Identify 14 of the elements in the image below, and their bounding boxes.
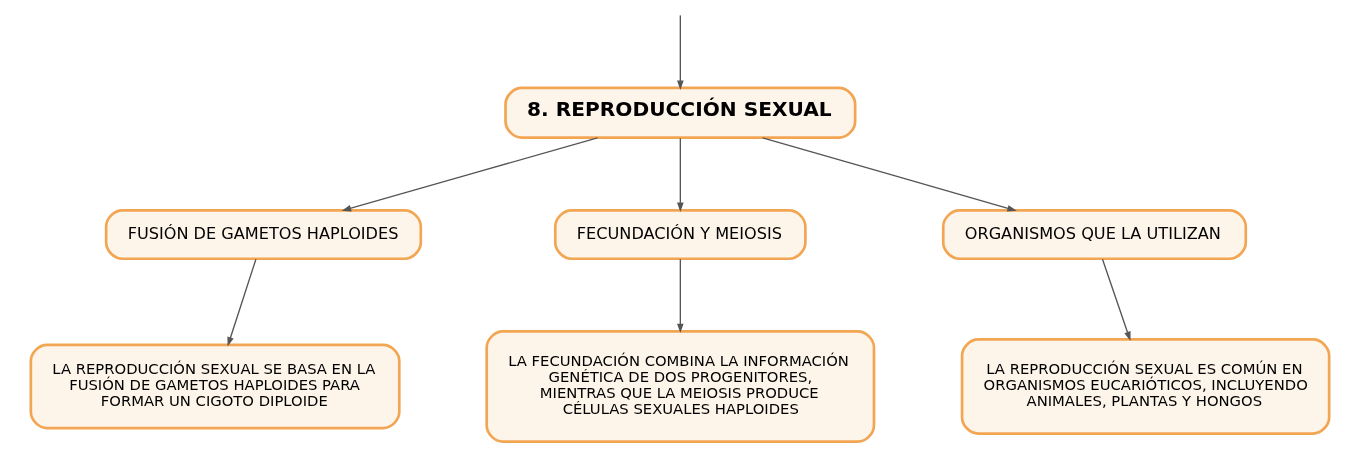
- arrow: [676, 258, 684, 333]
- arrow: [341, 136, 598, 211]
- node-box: LA REPRODUCCIÓN SEXUAL ES COMÚN EN ORGANISMOS EUCARIÓTICOS, INCLUYENDO ANIMALES, PLANTAS Y HONGOS: [960, 337, 1330, 435]
- node-box: ORGANISMOS QUE LA UTILIZAN: [941, 208, 1247, 260]
- node-box: 8. REPRODUCCIÓN SEXUAL: [503, 86, 856, 139]
- arrow: [1101, 258, 1131, 341]
- node-box: LA FECUNDACIÓN COMBINA LA INFORMACIÓN GENÉTICA DE DOS PROGENITORES, MIENTRAS QUE LA MEIOSIS PRODUCE CÉLULAS SEXUALES HAPLOIDES: [484, 329, 875, 443]
- arrow: [226, 258, 257, 346]
- arrow: [761, 136, 1017, 211]
- node-box: FECUNDACIÓN Y MEIOSIS: [553, 208, 807, 260]
- arrow: [676, 14, 684, 90]
- arrow: [676, 137, 684, 212]
- node-box: LA REPRODUCCIÓN SEXUAL SE BASA EN LA FUSIÓN DE GAMETOS HAPLOIDES PARA FORMAR UN CIGOTO DIPLOIDE: [29, 342, 401, 429]
- node-box: FUSIÓN DE GAMETOS HAPLOIDES: [104, 208, 422, 260]
